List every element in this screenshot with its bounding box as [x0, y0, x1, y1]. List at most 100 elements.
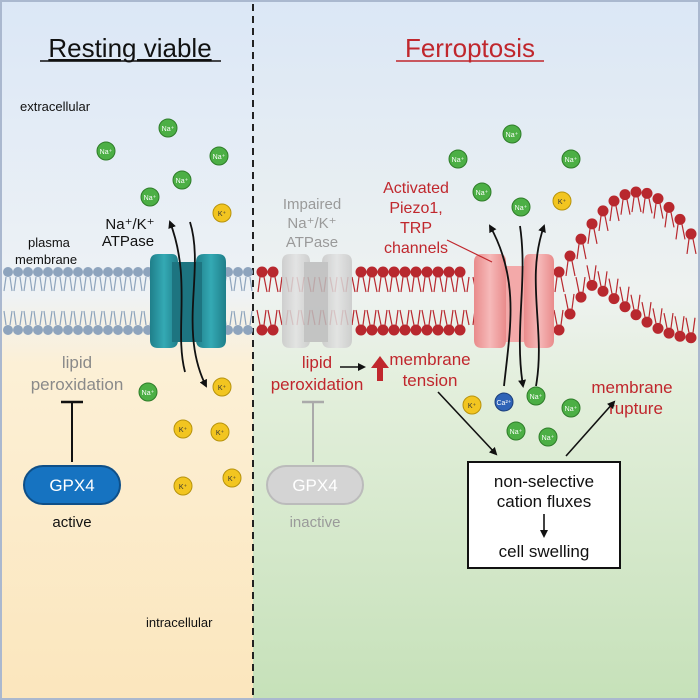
lipid-head — [564, 250, 576, 262]
lipid-head — [267, 324, 279, 336]
svg-text:K⁺: K⁺ — [468, 403, 477, 410]
svg-text:Na⁺: Na⁺ — [176, 178, 189, 185]
gpx4-inactive-text: GPX4 — [292, 476, 337, 495]
lipid-head — [663, 201, 675, 213]
gpx4-active-text: GPX4 — [49, 476, 94, 495]
svg-text:K⁺: K⁺ — [228, 476, 237, 483]
svg-text:Na⁺: Na⁺ — [144, 195, 157, 202]
na-ion: Na⁺ — [448, 149, 468, 169]
k-ion: K⁺ — [462, 395, 482, 415]
lipid-head — [608, 195, 620, 207]
gpx4-inactive-badge — [266, 465, 364, 505]
lipid-head — [377, 266, 389, 278]
lipid-head — [432, 266, 444, 278]
lipid-head — [133, 267, 143, 277]
impaired-atpase-pump — [282, 254, 352, 348]
lipid-head — [83, 267, 93, 277]
lipid-head — [553, 324, 565, 336]
lipid-head — [553, 266, 565, 278]
atpase-label-line2: ATPase — [102, 233, 154, 250]
lipid-head — [103, 267, 113, 277]
lipid-head — [619, 189, 631, 201]
intracellular-label: intracellular — [146, 615, 213, 630]
lipid-head — [685, 228, 697, 240]
lipid-head — [355, 324, 367, 336]
lipid-head — [123, 325, 133, 335]
lipid-head — [652, 322, 664, 334]
lipid-head — [641, 316, 653, 328]
lipid-head — [256, 324, 268, 336]
svg-text:Na⁺: Na⁺ — [476, 190, 489, 197]
lipid-head — [33, 325, 43, 335]
na-ion: Na⁺ — [538, 427, 558, 447]
lipid-head — [243, 325, 253, 335]
svg-text:Na⁺: Na⁺ — [542, 435, 555, 442]
k-ion: K⁺ — [552, 191, 572, 211]
na-efflux-arrow — [168, 220, 186, 373]
lipid-head — [608, 293, 620, 305]
flux-to-rupture-arrow — [565, 400, 616, 457]
lipid-head — [23, 267, 33, 277]
k-ion: K⁺ — [210, 422, 230, 442]
svg-text:K⁺: K⁺ — [179, 427, 188, 434]
lipid-head — [454, 324, 466, 336]
svg-text:Na⁺: Na⁺ — [565, 406, 578, 413]
extracellular-label: extracellular — [20, 99, 91, 114]
lipid-label-left: lipid — [62, 353, 92, 372]
svg-text:Na⁺: Na⁺ — [530, 394, 543, 401]
channel-top-arrow — [534, 224, 546, 387]
channel-label-line2: Piezo1, — [389, 200, 442, 217]
flux-text-line2: cation fluxes — [497, 492, 592, 511]
lipid-head — [619, 301, 631, 313]
impaired-label-line2: Na⁺/K⁺ — [287, 215, 336, 232]
svg-text:Na⁺: Na⁺ — [510, 429, 523, 436]
impaired-label-line1: Impaired — [283, 196, 341, 213]
lipid-label-right: lipid — [302, 353, 332, 372]
lipid-head — [243, 267, 253, 277]
lipid-head — [421, 266, 433, 278]
lipid-head — [586, 218, 598, 230]
channel-label-pointer — [446, 239, 493, 263]
piezo1-trp-channel — [474, 254, 554, 348]
na-ion: Na⁺ — [209, 146, 229, 166]
lipid-head — [63, 267, 73, 277]
lipid-head — [399, 324, 411, 336]
lipid-head — [630, 309, 642, 321]
lipid-head — [454, 266, 466, 278]
svg-text:K⁺: K⁺ — [218, 385, 227, 392]
k-ion: K⁺ — [212, 377, 232, 397]
lipid-head — [575, 291, 587, 303]
na-ion: Na⁺ — [472, 182, 492, 202]
increase-red-arrow — [371, 356, 389, 381]
lipid-head — [575, 233, 587, 245]
svg-text:Na⁺: Na⁺ — [452, 157, 465, 164]
lipid-head — [256, 266, 268, 278]
channel-label-line4: channels — [384, 240, 448, 257]
svg-text:K⁺: K⁺ — [216, 430, 225, 437]
na-ion: Na⁺ — [502, 124, 522, 144]
na-ion: Na⁺ — [96, 141, 116, 161]
svg-text:Na⁺: Na⁺ — [100, 149, 113, 156]
plasma-label: plasma — [28, 235, 71, 250]
lipid-head — [641, 187, 653, 199]
lipid-head — [43, 325, 53, 335]
lipid-head — [674, 330, 686, 342]
lipid-head — [123, 267, 133, 277]
k-ion: K⁺ — [212, 203, 232, 223]
lipid-head — [421, 324, 433, 336]
lipid-head — [103, 325, 113, 335]
k-influx-arrow — [189, 221, 207, 388]
impaired-label-line3: ATPase — [286, 234, 338, 251]
na-ion: Na⁺ — [140, 187, 160, 207]
lipid-head — [630, 186, 642, 198]
flux-text-line1: non-selective — [494, 472, 594, 491]
ca-ion: Ca²⁺ — [494, 392, 514, 412]
na-ion: Na⁺ — [172, 170, 192, 190]
lipid-head — [410, 324, 422, 336]
na-ion: Na⁺ — [511, 197, 531, 217]
lipid-head — [663, 327, 675, 339]
lipid-head — [443, 266, 455, 278]
lipid-head — [388, 324, 400, 336]
lipid-head — [399, 266, 411, 278]
